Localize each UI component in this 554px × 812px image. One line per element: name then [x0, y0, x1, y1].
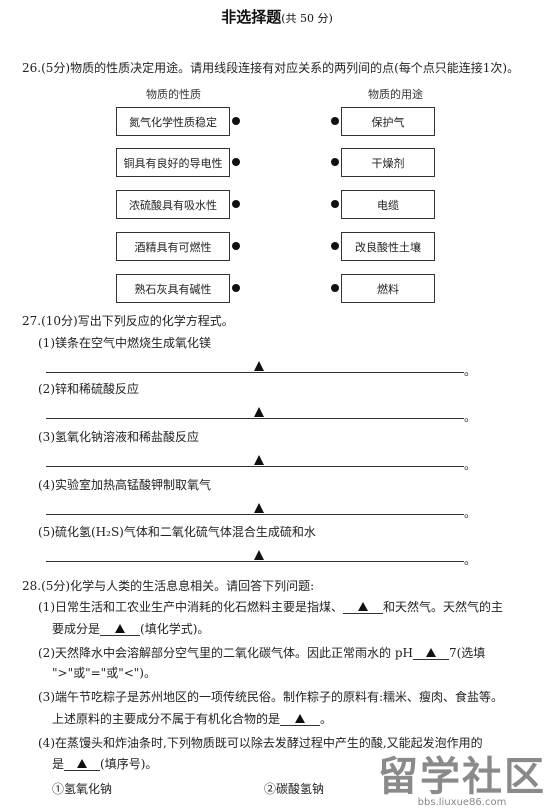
- answer-marker-triangle-icon: [358, 602, 369, 611]
- q26-right-box-3: 电缆: [341, 190, 435, 219]
- q28-part-3-line-1: (3)端午节吃粽子是苏州地区的一项传统民俗。制作粽子的原料有:糯米、瘦肉、食盐等…: [38, 690, 504, 704]
- q27-answer-line-3[interactable]: [46, 466, 464, 467]
- q26-right-box-2: 干燥剂: [341, 148, 435, 177]
- q26-left-box-4: 酒精具有可燃性: [116, 232, 230, 261]
- q28-option-1: ①氢氧化钠: [52, 782, 113, 796]
- q26-right-dot-3[interactable]: [331, 200, 339, 208]
- section-title: 非选择题(共 50 分): [221, 8, 333, 26]
- q26-right-dot-5[interactable]: [331, 284, 339, 292]
- q27-answer-line-4[interactable]: [46, 514, 464, 515]
- q26-right-box-1: 保护气: [341, 107, 435, 136]
- q27-item-5: (5)硫化氢(H₂S)气体和二氧化硫气体混合生成硫和水: [38, 525, 316, 539]
- q27-answer-line-2[interactable]: [46, 418, 464, 419]
- q26-right-header: 物质的用途: [368, 88, 423, 101]
- q26-right-box-5: 燃料: [341, 274, 435, 303]
- q27-stem: 27.(10分)写出下列反应的化学方程式。: [22, 314, 234, 328]
- answer-marker-triangle-icon: [254, 407, 264, 417]
- answer-marker-triangle-icon: [254, 503, 264, 513]
- q26-left-dot-1[interactable]: [232, 117, 240, 125]
- answer-blank[interactable]: [343, 600, 384, 614]
- watermark-text: 留学社区: [378, 754, 546, 800]
- answer-marker-triangle-icon: [295, 714, 306, 723]
- q27-item-3: (3)氢氧化钠溶液和稀盐酸反应: [38, 430, 199, 444]
- q27-item-2: (2)锌和稀硫酸反应: [38, 382, 139, 396]
- q27-period-3: 。: [464, 458, 477, 472]
- section-score: (共 50 分): [281, 12, 333, 25]
- q27-period-1: 。: [464, 364, 477, 378]
- answer-blank[interactable]: [100, 622, 141, 636]
- q26-right-dot-2[interactable]: [331, 158, 339, 166]
- answer-marker-triangle-icon: [77, 759, 88, 768]
- answer-marker-triangle-icon: [254, 550, 264, 560]
- answer-blank[interactable]: [412, 646, 449, 660]
- q26-left-box-5: 熟石灰具有碱性: [116, 274, 230, 303]
- q28-part-4-line-1: (4)在蒸馒头和炸油条时,下列物质既可以除去发酵过程中产生的酸,又能起发泡作用的: [38, 736, 483, 750]
- q28-part-1-line-1: (1)日常生活和工农业生产中消耗的化石燃料主要是指煤、和天然气。天然气的主: [38, 600, 504, 614]
- q26-left-dot-3[interactable]: [232, 200, 240, 208]
- answer-marker-triangle-icon: [254, 361, 264, 371]
- q28-part-3-line-2: 上述原料的主要成分不属于有机化合物的是。: [52, 712, 333, 726]
- q27-item-1: (1)镁条在空气中燃烧生成氧化镁: [38, 336, 211, 350]
- q26-right-box-4: 改良酸性土壤: [341, 232, 435, 261]
- q26-stem: 26.(5分)物质的性质决定用途。请用线段连接有对应关系的两列间的点(每个点只能…: [22, 61, 520, 75]
- q26-left-box-1: 氮气化学性质稳定: [116, 107, 230, 136]
- q26-left-box-2: 铜具有良好的导电性: [116, 148, 230, 177]
- q28-option-2: ②碳酸氢钠: [264, 782, 325, 796]
- answer-blank[interactable]: [280, 712, 321, 726]
- q27-period-5: 。: [464, 553, 477, 567]
- q26-right-dot-1[interactable]: [331, 117, 339, 125]
- q26-left-dot-4[interactable]: [232, 242, 240, 250]
- q26-left-box-3: 浓硫酸具有吸水性: [116, 190, 230, 219]
- answer-marker-triangle-icon: [254, 455, 264, 465]
- q28-stem: 28.(5分)化学与人类的生活息息相关。请回答下列问题:: [22, 579, 315, 593]
- watermark-logo: 留学社区 bbs.liuxue86.com: [378, 757, 546, 808]
- q27-period-4: 。: [464, 506, 477, 520]
- q28-part-1-line-2: 要成分是(填化学式)。: [52, 622, 210, 636]
- q26-right-dot-4[interactable]: [331, 242, 339, 250]
- q28-part-2-line-2: ">"或"="或"<")。: [52, 666, 156, 680]
- q27-answer-line-5[interactable]: [46, 561, 464, 562]
- q27-period-2: 。: [464, 410, 477, 424]
- answer-blank[interactable]: [64, 757, 101, 771]
- q26-left-header: 物质的性质: [146, 88, 201, 101]
- q26-left-dot-2[interactable]: [232, 158, 240, 166]
- q26-left-dot-5[interactable]: [232, 284, 240, 292]
- watermark-url: bbs.liuxue86.com: [417, 797, 507, 808]
- q27-item-4: (4)实验室加热高锰酸钾制取氧气: [38, 478, 211, 492]
- answer-marker-triangle-icon: [115, 624, 126, 633]
- answer-marker-triangle-icon: [425, 648, 436, 657]
- q28-part-4-line-2: 是(填序号)。: [52, 757, 158, 771]
- q27-answer-line-1[interactable]: [46, 372, 464, 373]
